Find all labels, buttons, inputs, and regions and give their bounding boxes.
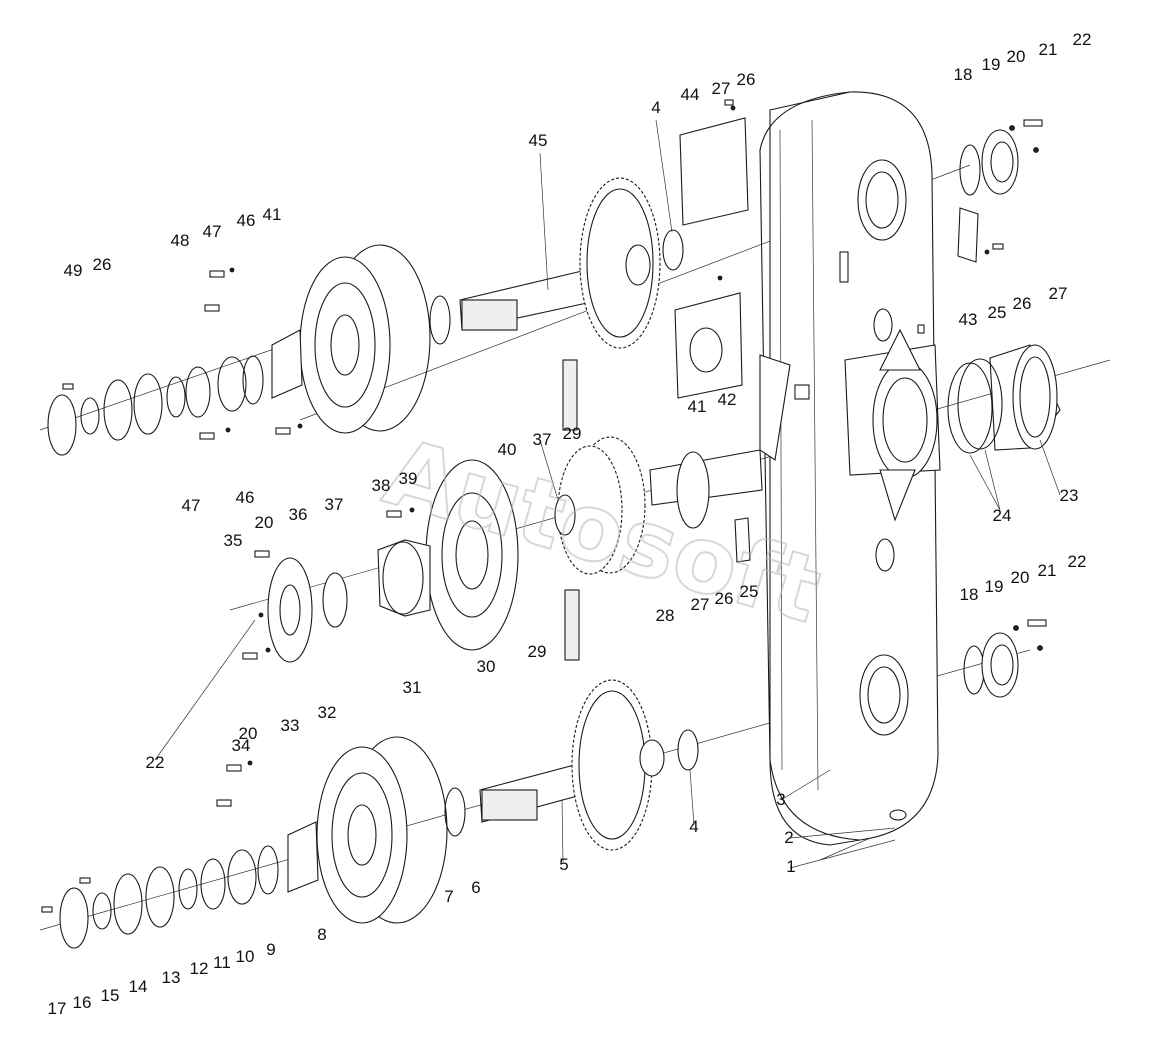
callout-label-15: 15 [101, 986, 120, 1005]
callout-label-47: 47 [203, 222, 222, 241]
callout-label-17: 17 [48, 999, 67, 1018]
callout-label-42: 42 [718, 390, 737, 409]
callout-label-14: 14 [129, 977, 148, 996]
callout-label-37: 37 [533, 430, 552, 449]
callout-label-35: 35 [224, 531, 243, 550]
callout-label-27: 27 [712, 79, 731, 98]
callout-label-40: 40 [498, 440, 517, 459]
callout-label-29: 29 [528, 642, 547, 661]
callout-label-26: 26 [1013, 294, 1032, 313]
drum-and-seals [947, 344, 1061, 454]
gearbox-housing [759, 91, 941, 846]
callout-label-28: 28 [656, 606, 675, 625]
callout-label-27: 27 [1049, 284, 1068, 303]
middle-gears [242, 359, 763, 663]
callout-label-9: 9 [266, 940, 275, 959]
callout-label-7: 7 [444, 887, 453, 906]
bearing-cap-lower [963, 619, 1047, 698]
callout-label-12: 12 [190, 959, 209, 978]
callout-label-18: 18 [960, 585, 979, 604]
callout-label-20: 20 [255, 513, 274, 532]
callout-label-32: 32 [318, 703, 337, 722]
bearing-cap-upper [959, 119, 1043, 196]
callout-label-30: 30 [477, 657, 496, 676]
callout-label-20: 20 [1011, 568, 1030, 587]
callout-label-49: 49 [64, 261, 83, 280]
middle-cover-plate [674, 275, 925, 399]
callout-label-1: 1 [786, 857, 795, 876]
callout-label-4: 4 [651, 98, 660, 117]
callout-label-37: 37 [325, 495, 344, 514]
callout-label-27: 27 [691, 595, 710, 614]
top-cover-plate [679, 99, 749, 226]
callout-label-19: 19 [985, 577, 1004, 596]
callout-label-10: 10 [236, 947, 255, 966]
callout-label-2: 2 [784, 828, 793, 847]
callout-label-23: 23 [1060, 486, 1079, 505]
callout-label-22: 22 [1068, 552, 1087, 571]
callout-label-47: 47 [182, 496, 201, 515]
callout-label-34: 34 [232, 736, 251, 755]
callout-label-4: 4 [689, 817, 698, 836]
callout-label-44: 44 [681, 85, 700, 104]
small-cover-right [957, 207, 1004, 263]
callout-label-18: 18 [954, 65, 973, 84]
callout-label-26: 26 [737, 70, 756, 89]
callout-label-20: 20 [1007, 47, 1026, 66]
callout-label-41: 41 [688, 397, 707, 416]
callout-label-16: 16 [73, 993, 92, 1012]
callout-label-3: 3 [776, 790, 785, 809]
upper-hub-flange [47, 244, 431, 456]
leader-lines [154, 119, 1061, 869]
callout-label-21: 21 [1039, 40, 1058, 59]
callout-label-33: 33 [281, 716, 300, 735]
callout-label-11: 11 [213, 953, 231, 972]
callout-label-8: 8 [317, 925, 326, 944]
callout-label-26: 26 [93, 255, 112, 274]
callout-label-29: 29 [563, 424, 582, 443]
callout-label-46: 46 [237, 211, 256, 230]
callout-label-26: 26 [715, 589, 734, 608]
callout-label-5: 5 [559, 855, 568, 874]
callout-label-19: 19 [982, 55, 1001, 74]
callout-label-43: 43 [959, 310, 978, 329]
callout-label-38: 38 [372, 476, 391, 495]
callout-label-46: 46 [236, 488, 255, 507]
callout-label-22: 22 [1073, 30, 1092, 49]
callout-label-25: 25 [988, 303, 1007, 322]
callout-label-45: 45 [529, 131, 548, 150]
callout-label-22: 22 [146, 753, 165, 772]
callout-label-31: 31 [403, 678, 422, 697]
callout-label-20: 20 [239, 724, 258, 743]
callout-label-25: 25 [740, 582, 759, 601]
callout-label-41: 41 [263, 205, 282, 224]
callout-label-36: 36 [289, 505, 308, 524]
callout-label-21: 21 [1038, 561, 1057, 580]
callout-label-6: 6 [471, 878, 480, 897]
upper-shaft-gear [429, 177, 684, 349]
callout-label-13: 13 [162, 968, 181, 987]
lower-hub-flange [41, 736, 448, 949]
callout-label-24: 24 [993, 506, 1012, 525]
callout-label-48: 48 [171, 231, 190, 250]
callout-label-39: 39 [399, 469, 418, 488]
lower-shaft-gear [444, 679, 699, 851]
